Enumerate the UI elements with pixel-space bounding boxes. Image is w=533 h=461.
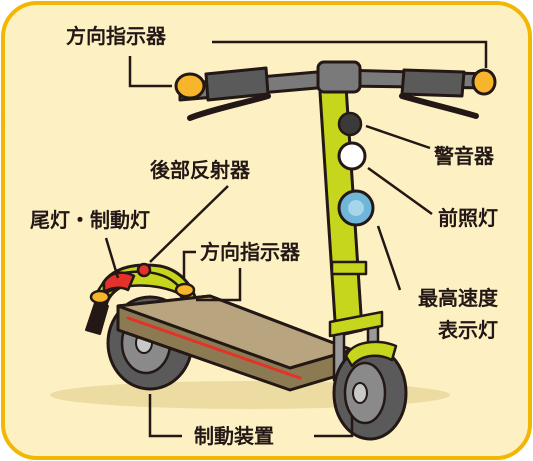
horn	[339, 113, 361, 135]
left-grip	[206, 68, 268, 100]
right-grip	[402, 70, 464, 96]
label-speed-indicator-line2: 表示灯	[438, 320, 498, 340]
front-turn-signal-left	[176, 74, 204, 98]
rear-turn-signal-right	[176, 284, 194, 296]
label-rear-reflector: 後部反射器	[150, 160, 250, 180]
rear-reflector-dot	[138, 264, 150, 276]
label-speed-indicator-line1: 最高速度	[418, 288, 498, 308]
rear-turn-signal-left	[91, 291, 109, 303]
label-brake-device: 制動装置	[194, 426, 274, 446]
white-light	[339, 143, 365, 169]
label-horn: 警音器	[434, 146, 494, 166]
label-headlight: 前照灯	[438, 208, 498, 228]
label-turn-signal-rear: 方向指示器	[200, 242, 300, 262]
front-wheel	[334, 347, 406, 439]
stem-collar	[332, 262, 366, 274]
label-tail-brake-light: 尾灯・制動灯	[30, 210, 150, 230]
front-turn-signal-right	[473, 70, 495, 94]
label-turn-signal-top: 方向指示器	[66, 26, 166, 46]
handlebar-clamp	[318, 62, 360, 92]
